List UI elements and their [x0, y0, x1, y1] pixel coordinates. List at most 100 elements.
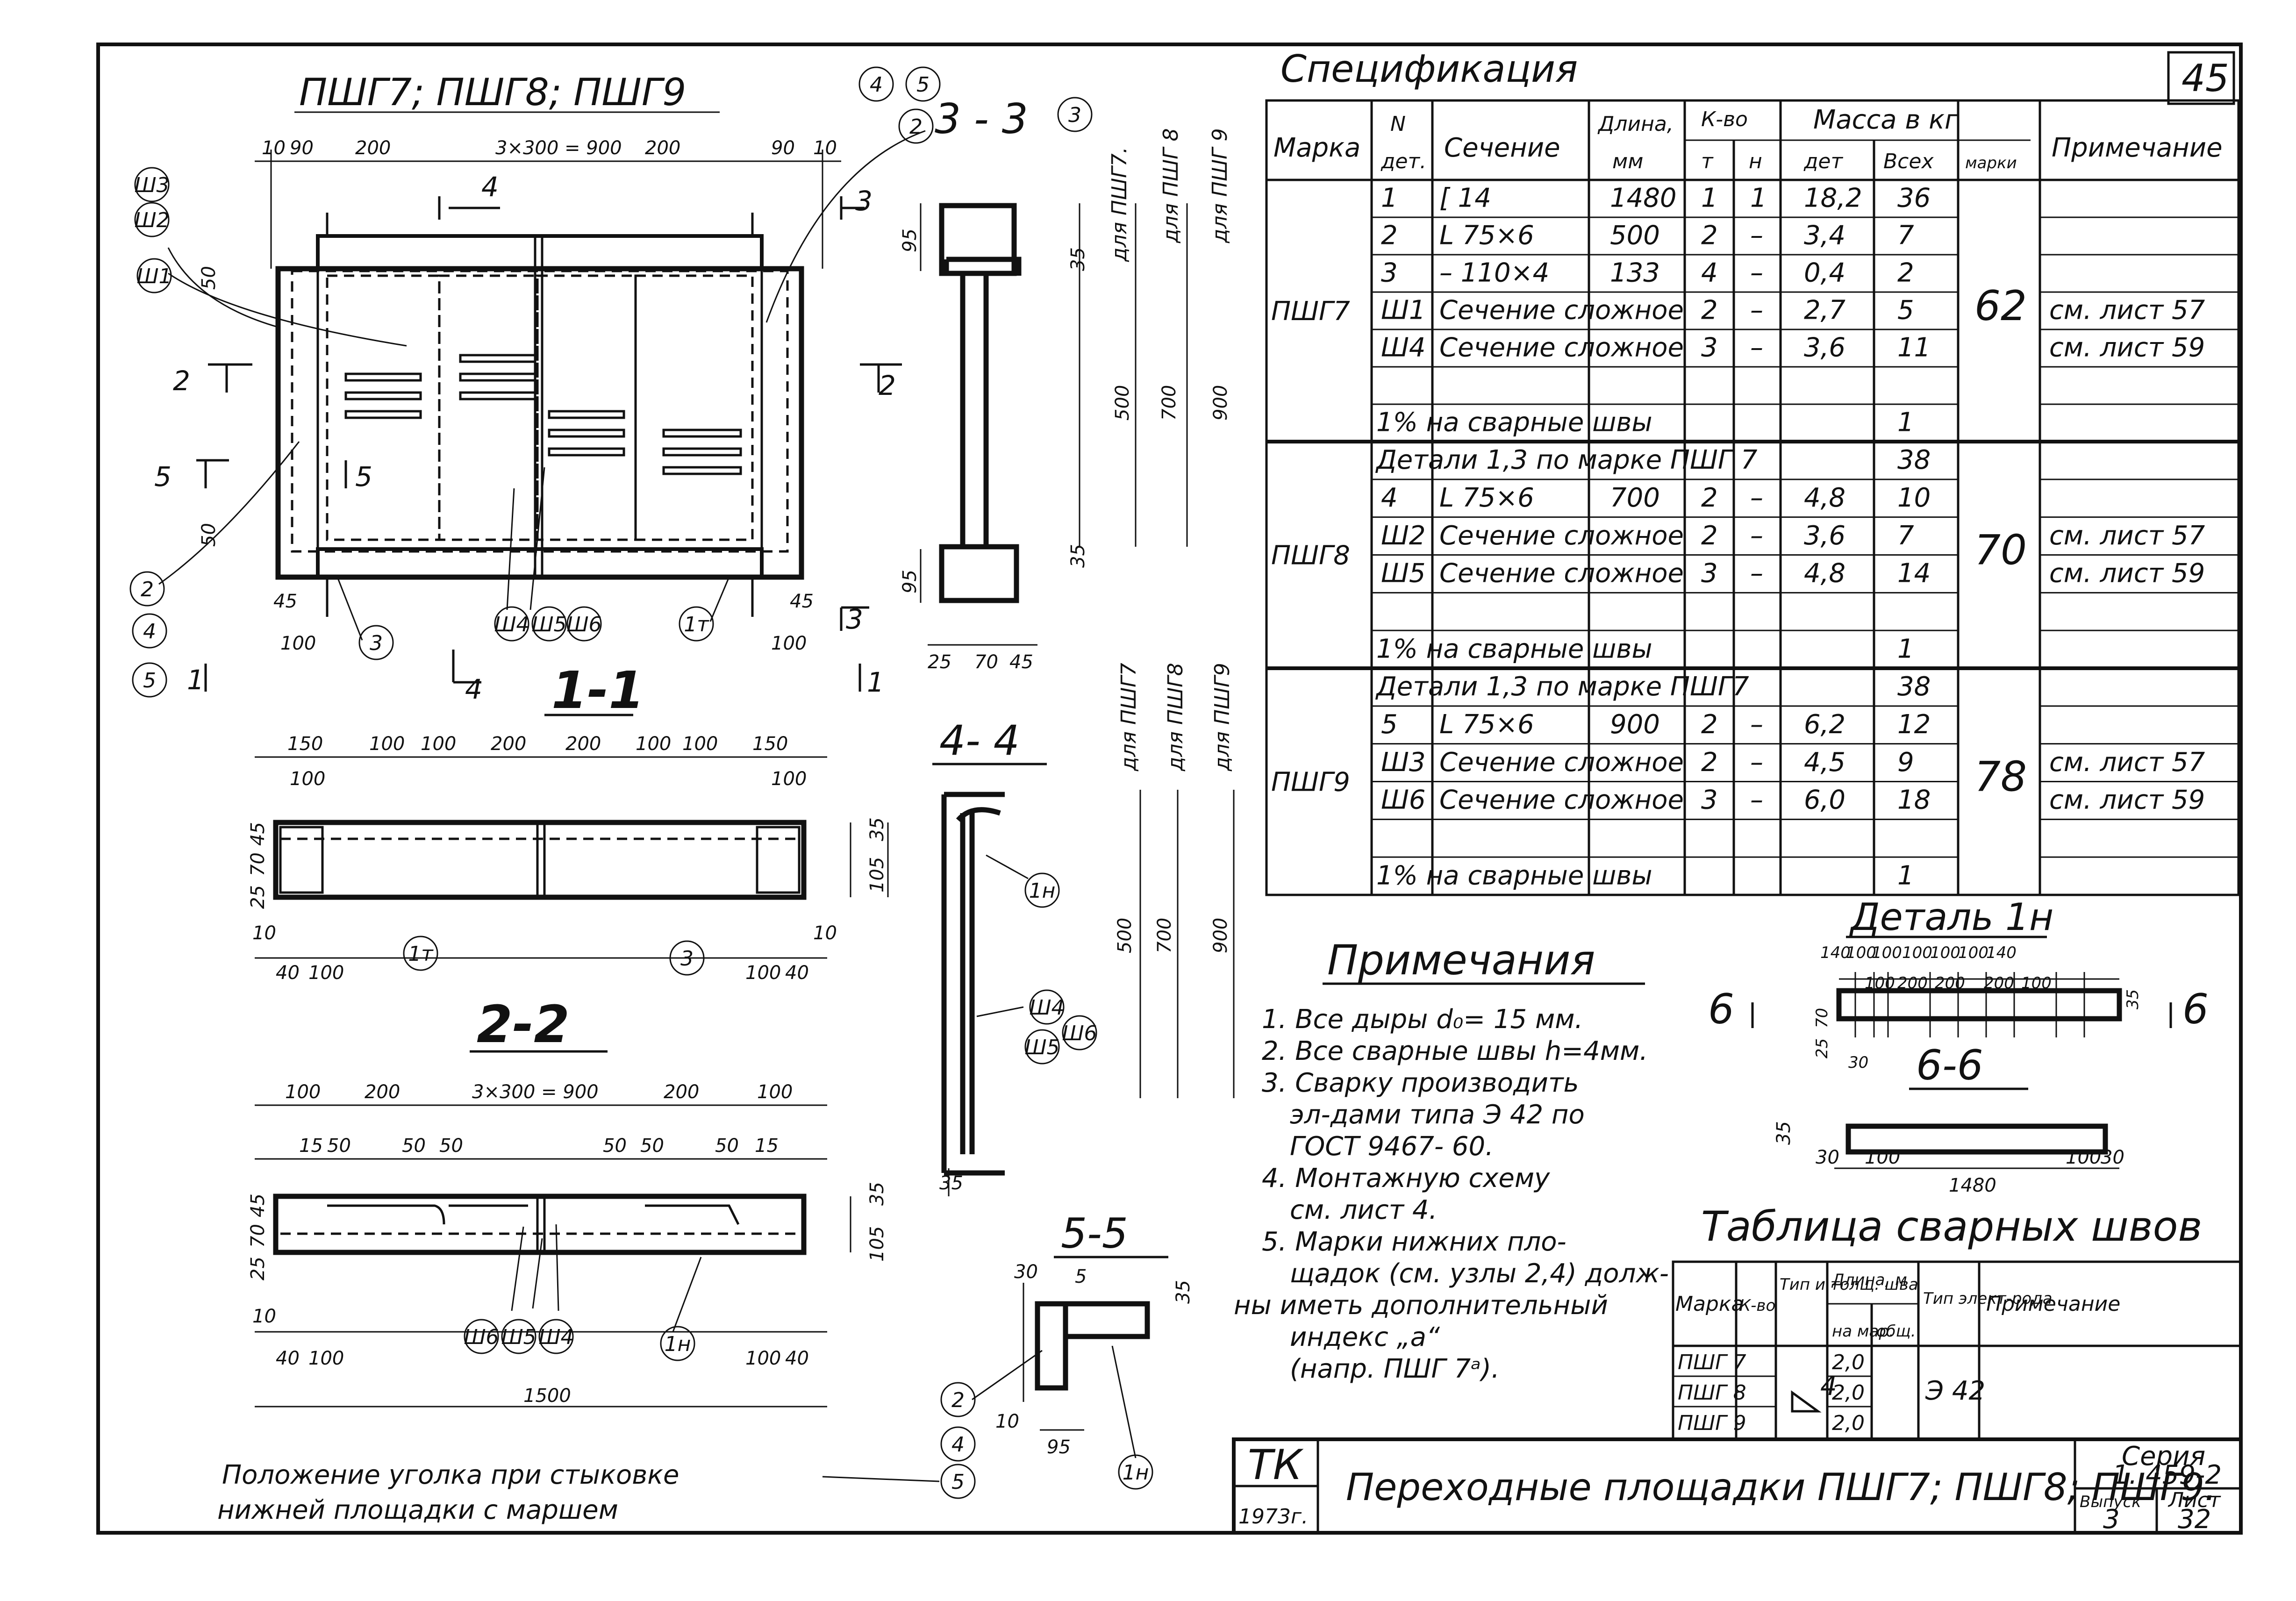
s22-dim-second: 50: [603, 1135, 627, 1157]
s11-callout: 1т: [408, 942, 434, 966]
s11-dim-bottom: 100: [745, 962, 781, 984]
plan-callout: Ш4: [494, 613, 529, 636]
title-series-value: 1. 459-2: [2112, 1460, 2222, 1490]
spec-header-n: N: [1390, 112, 1406, 136]
s55-dim: 10: [995, 1411, 1019, 1432]
spec-cell-length: 500: [1610, 221, 1660, 251]
spec-cell-mass-det: 3,6: [1804, 521, 1845, 551]
spec-cell-length: 133: [1610, 258, 1660, 288]
detail-dim-top: 100: [1930, 943, 1960, 962]
detail-dim-top: 100: [1902, 943, 1932, 962]
spec-cell-length: 900: [1610, 709, 1660, 740]
s66-dim-total: 1480: [1949, 1175, 1996, 1196]
s11-dim-bottom: 40: [785, 962, 809, 984]
spec-cell-note: см. лист 59: [2049, 558, 2205, 589]
spec-cell-qty-t: 3: [1701, 785, 1718, 815]
s22-dim-right: 105: [866, 1226, 888, 1262]
s11-dim-right: 105: [866, 857, 888, 893]
s44-callout-circle: [1029, 989, 1065, 1025]
spec-cell-mass-det: 4,8: [1804, 558, 1845, 589]
s66-dim: 30: [2101, 1147, 2124, 1168]
s22-dim-top: 100: [285, 1081, 321, 1103]
spec-cell-section: Сечение сложное: [1439, 521, 1684, 551]
s11-dim-right: 35: [866, 817, 888, 841]
spec-cell-mass-all: 36: [1897, 183, 1931, 214]
s22-dim-bottom: 40: [785, 1348, 809, 1369]
spec-header-n2: н: [1749, 150, 1762, 173]
spec-cell-qty-t: 3: [1701, 333, 1718, 363]
s22-callout-circle: [538, 1319, 574, 1354]
s44-height: 900: [1210, 918, 1231, 953]
spec-header-note: Примечание: [2052, 133, 2223, 163]
caption-line-2: нижней площадки с маршем: [217, 1495, 618, 1525]
s22-dim-top: 200: [664, 1081, 699, 1103]
sheet-number-box: [2167, 51, 2235, 105]
s22-dim-second: 15: [299, 1135, 323, 1157]
s11-dim-top: 200: [565, 733, 601, 755]
spec-cell-mass-all: 11: [1897, 333, 1931, 363]
spec-cell-mass-det: 3,4: [1804, 221, 1845, 251]
plan-dim-bottom: 45: [790, 591, 814, 612]
s55-callout: 5: [951, 1470, 965, 1494]
detail-dim-second: 200: [1984, 974, 2014, 993]
s33-for-label: для ПШГ 8: [1159, 128, 1183, 243]
spec-cell-qty-n: –: [1750, 747, 1763, 778]
section-4-4-title: 4- 4: [939, 716, 1020, 765]
s33-dim: 95: [899, 229, 921, 252]
detail-dim: 30: [1848, 1053, 1868, 1072]
plan-dim-bottom: 100: [771, 633, 807, 654]
s11-callout-circle: [403, 936, 438, 971]
spec-cell-qty-n: –: [1750, 258, 1763, 288]
spec-header-section: Сечение: [1444, 133, 1560, 163]
title-sheet-value: 32: [2178, 1504, 2211, 1535]
s33-for-label: для ПШГ7.: [1108, 147, 1131, 262]
s22-dim-second: 15: [755, 1135, 779, 1157]
plan-callout-circle: [858, 66, 894, 102]
spec-mass-marka: 78: [1974, 753, 2027, 801]
plan-dim-bottom: 45: [273, 591, 297, 612]
s11-dim-top: 200: [491, 733, 526, 755]
detail-dim-side: 25: [1813, 1038, 1831, 1058]
spec-cell-section: 1% на сварные швы: [1376, 634, 1652, 664]
spec-cell-section: Сечение сложное: [1439, 747, 1684, 778]
s22-dim-second: 50: [327, 1135, 351, 1157]
spec-header-length: Длина,: [1597, 112, 1674, 136]
spec-cell-qty-t: 2: [1701, 295, 1718, 326]
plan-callout-circle: [494, 606, 529, 642]
weld-header-marka: Марка: [1675, 1292, 1744, 1316]
spec-cell-section: L 75×6: [1439, 221, 1534, 251]
s55-callout-circle: [940, 1382, 976, 1417]
title-issue-label: Выпуск: [2080, 1493, 2141, 1511]
s33-height: 500: [1112, 385, 1133, 421]
s11-dim-bottom: 10: [252, 922, 276, 944]
s11-callout-circle: [669, 940, 705, 976]
s22-dim-top: 3×300 = 900: [472, 1081, 599, 1103]
spec-cell-mass-all: 18: [1897, 785, 1931, 815]
plan-section-cut-label: 5: [154, 461, 172, 493]
spec-cell-length: 700: [1610, 483, 1660, 513]
weld-header-total: общ.: [1876, 1322, 1916, 1341]
note-line: индекс „а“: [1290, 1322, 1440, 1352]
spec-cell-section: [ 14: [1439, 183, 1491, 214]
spec-cell-mass-all: 38: [1897, 672, 1931, 702]
s33-dim: 70: [974, 651, 998, 673]
weld-cell-length: 2,0: [1832, 1411, 1865, 1435]
spec-cell-n: Ш1: [1381, 295, 1426, 326]
spec-cell-qty-n: –: [1750, 709, 1763, 740]
detail-dim-second: 100: [2021, 974, 2052, 993]
s11-dim-inner: 100: [771, 768, 807, 790]
plan-callout-circle: [129, 571, 165, 607]
s66-dim: 100: [1865, 1147, 1900, 1168]
plan-title: ПШГ7; ПШГ8; ПШГ9: [299, 71, 686, 114]
plan-callout-circle: [898, 108, 934, 144]
spec-cell-qty-n: –: [1750, 221, 1763, 251]
plan-section-cut-label: 1: [867, 666, 884, 698]
plan-callout-circle: [134, 202, 170, 237]
spec-cell-section: 1% на сварные швы: [1376, 860, 1652, 891]
s44-callout-circle: [1062, 1015, 1097, 1051]
s22-dim-second: 50: [640, 1135, 664, 1157]
s11-dim-top: 100: [682, 733, 718, 755]
spec-marka: ПШГ8: [1271, 541, 1350, 571]
